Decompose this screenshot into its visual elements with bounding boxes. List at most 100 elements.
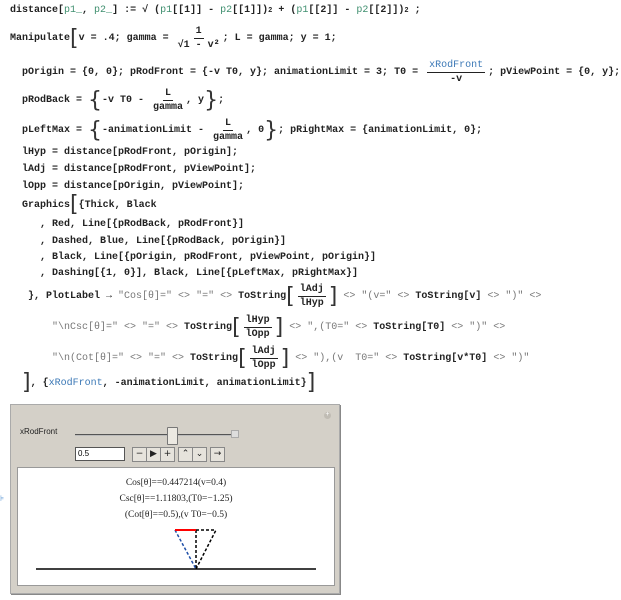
code-token: distance[ — [10, 5, 65, 16]
code-token: "\nCsc[θ]=" <> "=" <> — [52, 322, 185, 333]
bracket: } — [204, 87, 219, 113]
code-token: pRodBack = — [10, 95, 89, 106]
code-token: <> ",(T0=" <> — [283, 322, 374, 333]
bracket: { — [88, 117, 103, 143]
xrodfront-slider-thumb[interactable] — [166, 427, 178, 445]
code-line-red[interactable]: , Red, Line[{pRodBack, pRodFront}] — [10, 219, 244, 230]
code-token: p2 — [356, 5, 369, 16]
numerator: L — [223, 118, 234, 131]
code-line-graphics[interactable]: Graphics[{Thick, Black — [10, 192, 157, 217]
plot-label-cot: (Cot[θ]==0.5),(v T0=−0.5) — [124, 510, 228, 520]
bracket: [ — [70, 192, 79, 217]
code-token: lAdj = distance[pRodFront, pViewPoint]; — [10, 164, 257, 175]
code-token: ToString — [190, 353, 239, 364]
code-token: xRodFront — [48, 377, 103, 389]
code-line-manipulate[interactable]: Manipulate[v = .4; gamma = 1√1 - v²; L =… — [10, 25, 337, 52]
bracket: [ — [70, 25, 79, 51]
code-token: <> ")" <> — [445, 322, 506, 333]
code-line-ladj[interactable]: lAdj = distance[pRodFront, pViewPoint]; — [10, 164, 256, 175]
denominator: -v — [450, 74, 463, 85]
expand-controls-icon[interactable] — [231, 430, 239, 438]
decrement-button[interactable]: − — [132, 447, 147, 462]
numerator: L — [163, 88, 174, 101]
bracket: ] — [274, 314, 284, 340]
denominator: lHyp — [299, 298, 324, 309]
bracket: [ — [286, 283, 295, 309]
code-token: -animationLimit - — [102, 125, 211, 136]
code-token: ToString[v] — [415, 291, 482, 302]
code-line-lhyp[interactable]: lHyp = distance[pRodFront, pOrigin]; — [10, 147, 238, 158]
control-label: xRodFront — [20, 427, 58, 436]
code-token: v = .4; gamma = — [78, 33, 175, 44]
code-token: , Black, Line[{pOrigin, pRodFront, pView… — [10, 252, 377, 263]
graphics-output: Cos[θ]==0.447214(v=0.4) Csc[θ]==1.11803,… — [17, 467, 335, 586]
code-token: [[2]] - — [308, 5, 357, 16]
code-token: [[1]]) — [232, 5, 269, 16]
denominator: √1 - v² — [177, 40, 220, 51]
code-line-dashed[interactable]: , Dashed, Blue, Line[{pRodBack, pOrigin}… — [10, 236, 286, 247]
denominator: lOpp — [251, 360, 276, 371]
code-token: ; L = gamma; y = 1; — [222, 33, 337, 44]
manipulate-panel: + xRodFront 0.5 − ▶ + ⌃ ⌄ → Cos[θ]==0.44… — [10, 404, 340, 594]
denominator: lOpp — [245, 329, 270, 340]
bracket: } — [264, 117, 279, 143]
code-line-dashing[interactable]: , Dashing[{1, 0}], Black, Line[{pLeftMax… — [10, 268, 358, 279]
code-line-lopp[interactable]: lOpp = distance[pOrigin, pViewPoint]; — [10, 181, 244, 192]
code-token: ToString[v*T0] — [403, 353, 488, 364]
code-token: ; pViewPoint = {0, y}; — [488, 67, 621, 78]
increment-button[interactable]: + — [160, 447, 175, 462]
plot-label-csc: Csc[θ]==1.11803,(T0=−1.25) — [119, 494, 233, 504]
code-token: + ( — [272, 5, 297, 16]
code-line-porigin[interactable]: pOrigin = {0, 0}; pRodFront = {-v T0, y}… — [10, 59, 620, 86]
code-token: pOrigin = {0, 0}; pRodFront = {-v T0, y}… — [10, 67, 425, 78]
play-button[interactable]: ▶ — [146, 447, 161, 462]
denominator: gamma — [213, 132, 244, 143]
faster-button[interactable]: ⌃ — [178, 447, 193, 462]
code-token: , Dashed, Blue, Line[{pRodBack, pOrigin}… — [10, 236, 287, 247]
code-token: ; pRightMax = {animationLimit, 0}; — [278, 125, 483, 136]
code-token: <> "),(v T0=" <> — [289, 353, 404, 364]
code-token: p2_ — [94, 5, 113, 16]
bracket: ] — [280, 345, 290, 371]
bracket: ] — [306, 370, 316, 395]
direction-button[interactable]: → — [210, 447, 225, 462]
code-token: , 0 — [246, 125, 265, 136]
code-token: ] := √ ( — [112, 5, 161, 16]
code-token: , Red, Line[{pRodBack, pRodFront}] — [10, 219, 245, 230]
code-line-plotlabel[interactable]: }, PlotLabel → "Cos[θ]=" <> "=" <> ToStr… — [10, 283, 541, 310]
code-token: ToString — [184, 322, 233, 333]
code-token: <> ")" — [487, 353, 530, 364]
code-line-range[interactable]: ], {xRodFront, -animationLimit, animatio… — [10, 370, 316, 395]
code-token: lOpp = distance[pOrigin, pViewPoint]; — [10, 181, 245, 192]
bracket: ] — [328, 283, 338, 309]
code-token: "=" — [196, 291, 215, 302]
code-line-distance[interactable]: distance[p1_, p2_] := √ (p1[[1]] - p2[[1… — [10, 5, 421, 16]
code-token: lHyp = distance[pRodFront, pOrigin]; — [10, 147, 239, 158]
code-token — [10, 378, 22, 389]
code-token: <> "(v=" <> — [337, 291, 416, 302]
slower-button[interactable]: ⌄ — [192, 447, 207, 462]
numerator: 1 — [193, 26, 204, 39]
xrodfront-slider-track[interactable] — [75, 434, 239, 436]
code-token: ; — [218, 95, 225, 106]
code-token: pLeftMax = — [10, 125, 89, 136]
code-line-black[interactable]: , Black, Line[{pOrigin, pRodFront, pView… — [10, 252, 376, 263]
xrodfront-value-input[interactable]: 0.5 — [75, 447, 125, 461]
code-token: "\n(Cot[θ]=" <> "=" <> — [52, 353, 191, 364]
code-token — [10, 353, 52, 364]
numerator: lHyp — [243, 315, 272, 328]
add-icon[interactable]: + — [324, 411, 331, 419]
cell-marker-icon: ⊧ — [0, 495, 5, 504]
blue-dashed-line — [174, 529, 197, 570]
exponent: 2 — [404, 6, 409, 15]
code-token — [10, 322, 52, 333]
bracket: ] — [22, 370, 31, 395]
